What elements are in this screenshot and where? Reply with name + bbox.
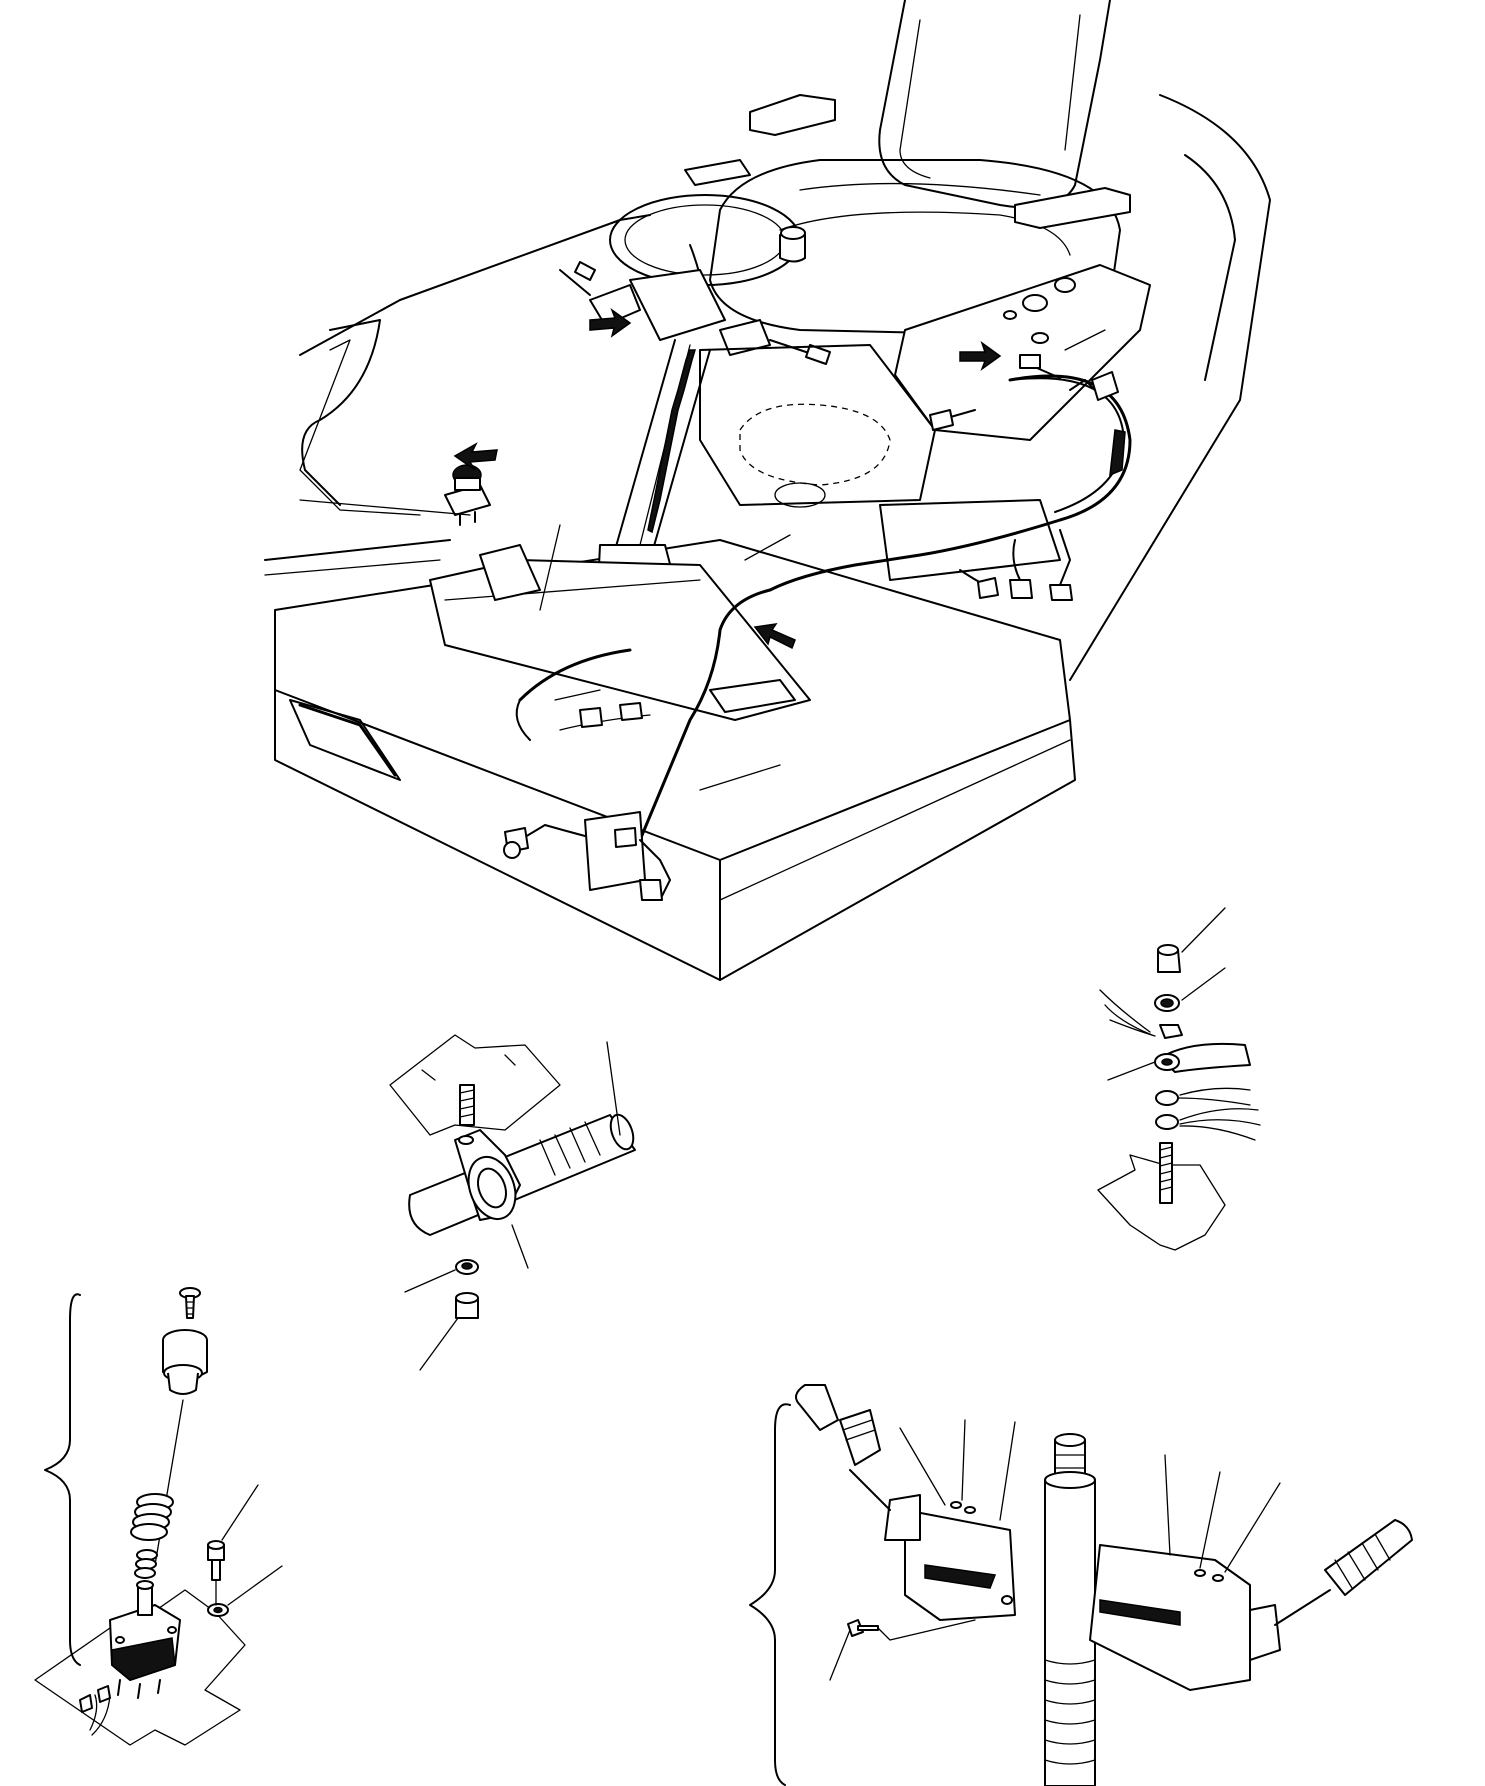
instrument-panel — [429, 544, 811, 721]
pointer-arrow-icon — [453, 307, 1002, 650]
screw — [179, 1287, 201, 1319]
column-shaft — [1044, 1433, 1096, 1786]
pointer-arrow-icon — [589, 307, 632, 338]
clamp — [454, 1129, 521, 1221]
right-armrest — [1014, 187, 1131, 229]
pointer-arrow-icon — [959, 341, 1002, 372]
stud — [1159, 1142, 1173, 1204]
push-switch-detail — [34, 1287, 283, 1746]
ground-terminal-detail — [1097, 907, 1261, 1251]
nut — [455, 1292, 479, 1319]
bolt — [207, 1540, 225, 1581]
terminal-lugs — [1099, 989, 1261, 1141]
seat — [684, 0, 1131, 336]
operator-deck-view — [264, 0, 1271, 981]
combination-switch-detail — [749, 1384, 1413, 1786]
screw — [847, 1619, 976, 1641]
right-lever-switch — [1089, 1519, 1413, 1691]
left-lever-switch — [795, 1384, 1016, 1621]
pointer-arrow-icon — [753, 623, 796, 650]
left-armrest — [749, 94, 836, 136]
nut — [1157, 944, 1181, 973]
harness-clamp-detail — [389, 1034, 636, 1371]
push-switch — [444, 464, 491, 526]
wiring-harness — [503, 354, 1132, 901]
washer — [455, 1259, 479, 1275]
switch-body — [109, 1580, 181, 1699]
knob — [162, 1329, 208, 1395]
spring — [130, 1493, 174, 1579]
washer — [1154, 994, 1180, 1012]
body-frame — [264, 94, 1271, 981]
pointer-arrow-icon — [453, 442, 498, 471]
seat-base — [699, 344, 1061, 581]
right-console — [894, 264, 1151, 441]
washer — [207, 1603, 229, 1617]
stud — [459, 1084, 475, 1126]
leader-lines — [299, 329, 1106, 791]
